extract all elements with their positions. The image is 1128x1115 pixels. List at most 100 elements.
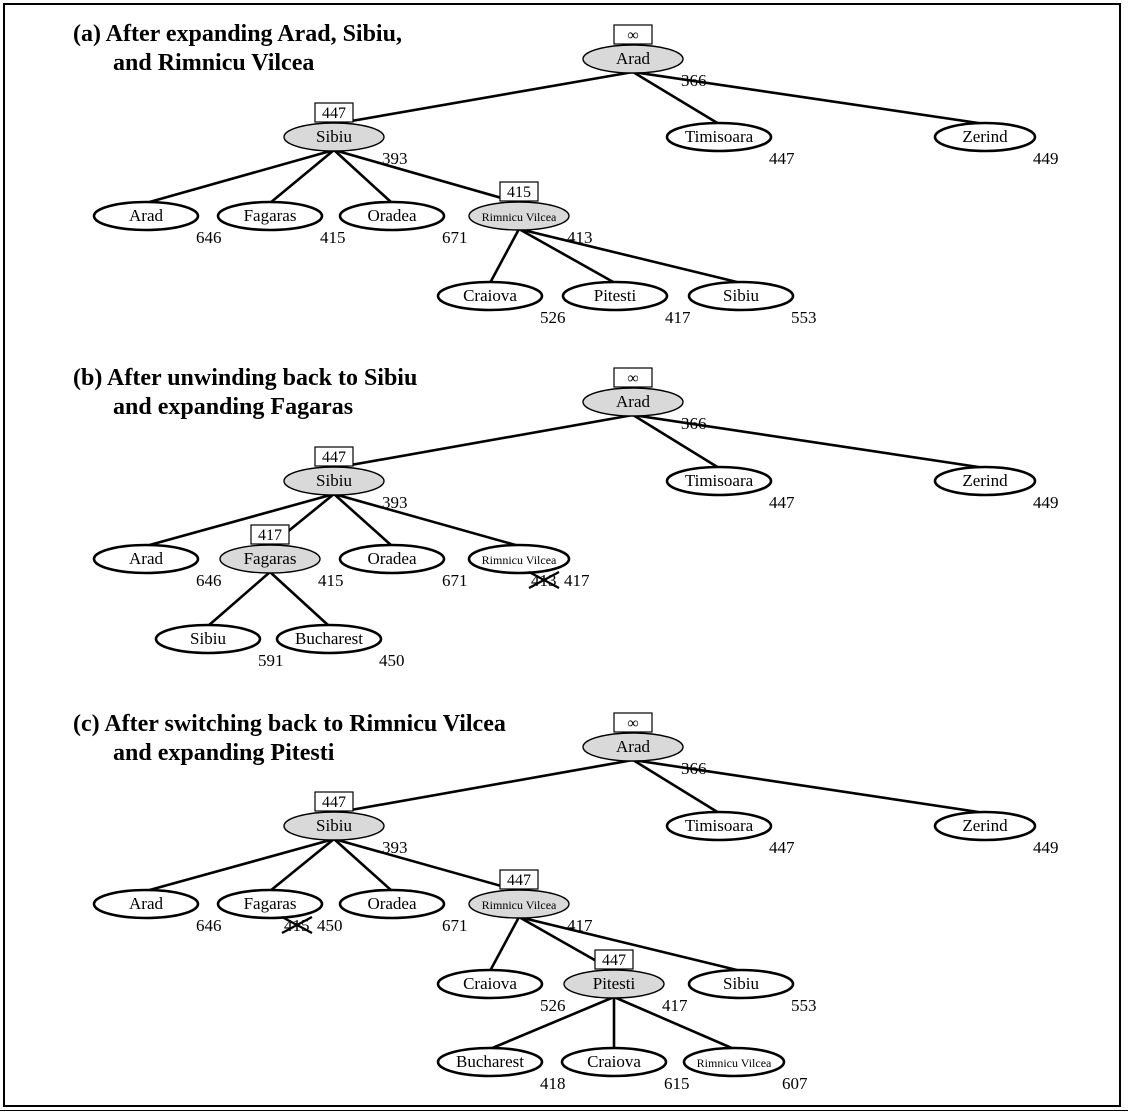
f-limit-box	[613, 24, 653, 45]
node-label: Arad	[616, 392, 650, 411]
node-label: Rimnicu Vilcea	[482, 210, 557, 224]
tree-edge	[333, 149, 393, 204]
node-label: Zerind	[962, 127, 1008, 146]
node-label: Fagaras	[244, 206, 297, 225]
node-label: Timisoara	[685, 471, 754, 490]
f-limit-value: 447	[507, 872, 531, 889]
node-ellipse	[338, 200, 446, 232]
f-value: 366	[681, 71, 707, 90]
node-ellipse	[92, 888, 200, 920]
panel-title-line: (c) After switching back to Rimnicu Vilc…	[73, 711, 506, 737]
tree-edge	[518, 915, 742, 973]
f-limit-value: 447	[602, 952, 626, 969]
f-value: 615	[664, 1074, 690, 1093]
f-limit-value: ∞	[627, 27, 638, 44]
panel-title-line: (b) After unwinding back to Sibiu	[73, 365, 417, 391]
node-ellipse	[687, 280, 795, 312]
tree-edge	[518, 227, 742, 285]
tree-edge	[632, 70, 986, 126]
f-value: 417	[567, 916, 593, 935]
f-value: 393	[382, 493, 408, 512]
tree-edge	[333, 837, 520, 893]
tree-edge	[333, 492, 520, 548]
panel-a: (a) After expanding Arad, Sibiu,and Rimn…	[73, 21, 1059, 327]
f-value: 607	[782, 1074, 808, 1093]
f-limit-box	[613, 712, 653, 733]
tree-edge	[613, 995, 735, 1051]
tree-edge	[488, 228, 521, 284]
panel-title-line: (a) After expanding Arad, Sibiu,	[73, 21, 402, 47]
tree-edge	[145, 492, 335, 548]
f-limit-box	[613, 367, 653, 388]
f-limit-value: 417	[258, 527, 282, 544]
panel-title-line: and expanding Pitesti	[113, 740, 335, 766]
node-label: Pitesti	[594, 286, 637, 305]
f-value: 366	[681, 414, 707, 433]
tree-edge	[632, 413, 986, 470]
f-limit-box	[314, 446, 354, 467]
node-label: Fagaras	[244, 549, 297, 568]
f-value: 553	[791, 308, 817, 327]
tree-node-pitesti: Pitesti 417	[561, 280, 691, 327]
f-value: 417	[564, 571, 590, 590]
tree-edge	[488, 916, 521, 972]
node-ellipse	[275, 623, 383, 655]
node-label: Zerind	[962, 816, 1008, 835]
tree-edge	[632, 758, 720, 815]
node-ellipse	[92, 200, 200, 232]
tree-node-rimnicu: Rimnicu Vilcea413417	[467, 543, 590, 590]
node-ellipse	[665, 465, 773, 497]
f-value: 450	[379, 651, 405, 670]
node-label: Craiova	[587, 1052, 641, 1071]
f-limit-value: 447	[322, 105, 346, 122]
f-value: 646	[196, 916, 222, 935]
node-label: Rimnicu Vilcea	[482, 898, 557, 912]
tree-node-arad: Arad 366 ∞	[582, 367, 707, 433]
tree-edge	[333, 148, 520, 205]
node-label: Sibiu	[316, 127, 352, 146]
f-limit-value: ∞	[627, 370, 638, 387]
node-ellipse	[582, 732, 684, 762]
node-ellipse	[560, 1046, 668, 1078]
f-limit-box	[594, 949, 634, 970]
tree-node-fagaras: Fagaras415450	[216, 888, 343, 935]
f-value: 447	[769, 493, 795, 512]
f-value: 418	[540, 1074, 566, 1093]
node-label: Oradea	[367, 894, 417, 913]
tree-edge	[489, 995, 615, 1051]
f-value: 366	[681, 759, 707, 778]
f-limit-box	[250, 524, 290, 545]
f-value: 417	[665, 308, 691, 327]
tree-edge	[269, 571, 330, 627]
edges	[145, 758, 986, 1051]
tree-edge	[518, 227, 616, 285]
edges	[145, 413, 986, 627]
bottom-rule	[0, 1110, 1128, 1111]
tree-edge	[333, 413, 634, 470]
node-label: Oradea	[367, 206, 417, 225]
tree-edge	[333, 838, 393, 892]
f-limit-value: 447	[322, 794, 346, 811]
tree-edge	[145, 148, 335, 205]
f-limit-box	[499, 181, 539, 202]
node-label: Sibiu	[316, 816, 352, 835]
node-label: Arad	[129, 549, 163, 568]
f-limit-box	[499, 869, 539, 890]
node-ellipse	[436, 280, 544, 312]
